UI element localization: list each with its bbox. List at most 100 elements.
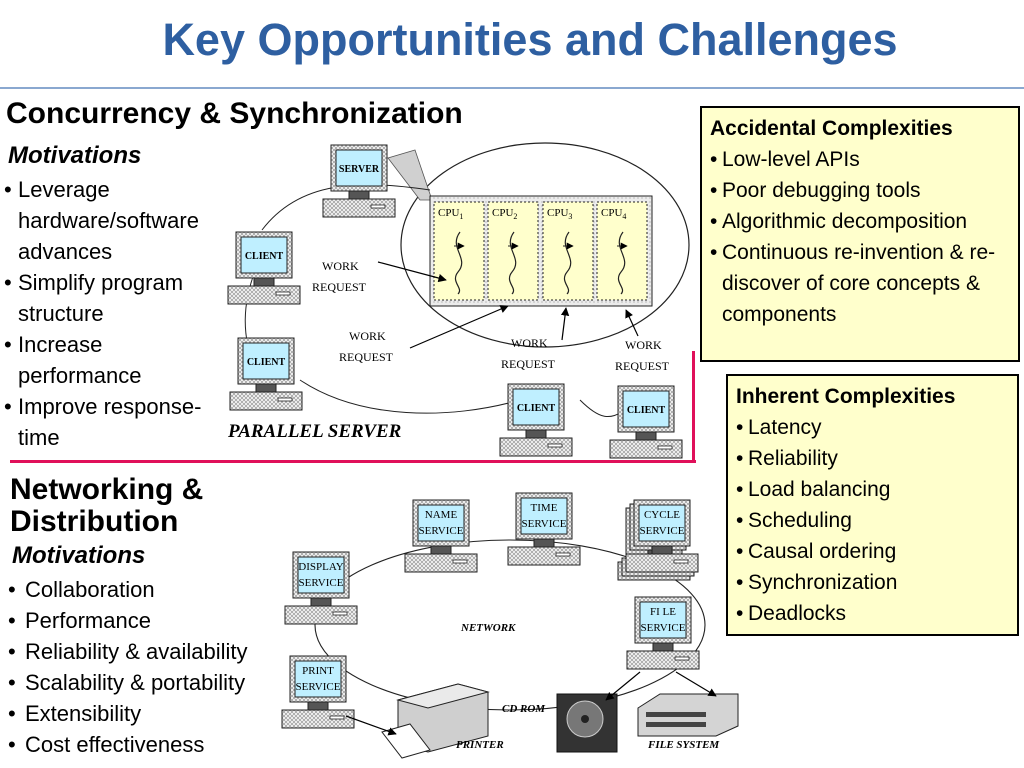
list-item: Cost effectiveness [8,729,298,760]
accidental-heading: Accidental Complexities [710,117,953,140]
inherent-complexities-box: Inherent Complexities Latency Reliabilit… [726,374,1019,636]
computer-base [626,650,700,670]
list-item: Causal ordering [736,536,1009,567]
monitor-stand [651,545,673,555]
monitor-screen [622,390,670,428]
disk-slot [452,559,468,564]
disk-slot [275,291,291,296]
list-item: Improve response-time [4,391,230,453]
monitor-screen [297,556,345,594]
printer-label: PRINTER [456,739,504,751]
request-arrow [409,305,509,349]
disk-slot [332,611,348,616]
computer-base [229,391,303,411]
computer-label: SERVICE [296,681,341,693]
computer-label: SERVICE [522,518,567,530]
list-item: Leverage hardware/software advances [4,174,230,267]
computer-label: CLIENT [627,405,666,416]
computer-label: CLIENT [247,357,286,368]
request-arrow [560,307,570,341]
computer-label: CLIENT [517,403,556,414]
monitor-screen [335,149,383,187]
computer-label: FI LE [650,606,676,618]
work-label: WORK [322,259,359,273]
computer-base [499,437,573,457]
client-computer: CLIENT [227,231,301,305]
list-item: Latency [736,412,1009,443]
computer-label: SERVICE [640,525,685,537]
request-arrow [377,261,447,283]
monitor-screen [639,601,687,639]
client-computer: CLIENT [229,337,303,411]
request-label: REQUEST [339,350,394,364]
computer-base [227,285,301,305]
computer-label: NAME [425,509,458,521]
disk-slot [657,445,673,450]
thread-squiggle [508,231,517,295]
cpu-slot [596,201,648,301]
request-label: REQUEST [615,359,670,373]
slide-title: Key Opportunities and Challenges [162,14,898,65]
cpu-3: CPU3 [542,201,594,301]
parallel-server-caption: PARALLEL SERVER [227,421,401,442]
computer-base [322,198,396,218]
monitor-stand [253,277,275,287]
request-arrow [625,309,639,337]
cpu-4: CPU4 [596,201,648,301]
list-item: Increase performance [4,329,230,391]
computer-label: SERVICE [641,622,686,634]
work-label: WORK [625,338,662,352]
inherent-heading: Inherent Complexities [736,385,956,408]
disk-slot [370,204,386,209]
zoom-wedge [387,149,433,201]
monitor-stand [255,383,277,393]
list-item: Performance [8,605,298,636]
monitor-screen [294,660,342,698]
networking-heading-line2: Distribution [10,505,179,538]
printer-top [396,683,490,709]
device-arrow [345,715,397,736]
cpu-2: CPU2 [487,201,539,301]
file-system-slot [646,712,706,717]
computer-label: SERVICE [299,577,344,589]
device-arrow [605,671,641,701]
cd-hub [581,715,589,723]
disk-slot [673,559,689,564]
connection-line [299,379,521,414]
list-item: Extensibility [8,698,298,729]
computer-base [284,605,358,625]
disk-slot [674,656,690,661]
disk-slot [547,443,563,448]
filesystem-label: FILE SYSTEM [647,739,720,751]
network-label: NETWORK [460,622,516,634]
monitor-screen [417,504,465,542]
computer-label: PRINT [302,665,334,677]
cpu-1: CPU1 [433,201,485,301]
thread-squiggle [454,231,463,295]
concurrency-heading: Concurrency & Synchronization [6,97,463,130]
server-computer: SERVER [322,144,396,218]
computer-base [507,546,581,566]
networking-motivations-label: Motivations [12,542,146,569]
service-computer-fi-le: FI LE SERVICE [626,596,700,670]
monitor-stand [348,190,370,200]
cd-rom [556,693,618,753]
disk-slot [329,715,345,720]
title-rule [0,87,1024,89]
network-ring [314,539,706,711]
monitor-stand [525,429,547,439]
request-label: REQUEST [312,280,367,294]
service-computer-print: PRINT SERVICE [281,655,355,729]
accidental-complexities-box: Accidental Complexities Low-level APIs P… [700,106,1020,362]
cpu-label: CPU2 [492,207,517,221]
computer-base [404,553,478,573]
monitor-stand [307,701,329,711]
client-computer: CLIENT [609,385,683,459]
list-item: Collaboration [8,574,298,605]
list-item: Load balancing [736,474,1009,505]
cpu-slot [433,201,485,301]
device-arrow [675,671,717,697]
list-item: Poor debugging tools [710,175,1010,206]
list-item: Scalability & portability [8,667,298,698]
